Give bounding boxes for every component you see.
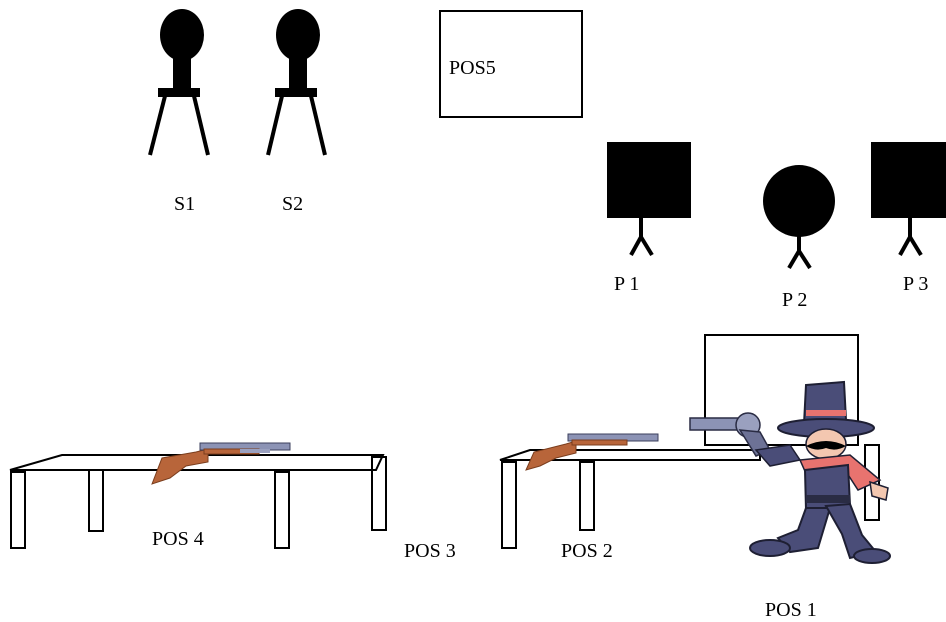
label-p3: P 3 (903, 273, 928, 295)
label-pos2: POS 2 (561, 540, 613, 562)
rifle-icon (525, 433, 659, 471)
paper-target-p3 (871, 142, 946, 257)
cowboy-gunslinger-icon (689, 380, 891, 564)
rifle-icon (151, 442, 291, 485)
paper-target-p2 (763, 165, 835, 270)
position-box-pos5 (439, 10, 583, 118)
label-s2: S2 (282, 193, 303, 215)
steel-target-s2 (266, 9, 327, 156)
label-p2: P 2 (782, 289, 807, 311)
table-left (9, 454, 387, 549)
position-box-pos1 (704, 334, 859, 446)
steel-target-s1 (148, 9, 210, 156)
paper-target-p1 (607, 142, 691, 257)
label-pos4: POS 4 (152, 528, 204, 550)
label-p1: P 1 (614, 273, 639, 295)
label-pos5: POS5 (449, 57, 496, 79)
label-pos3: POS 3 (404, 540, 456, 562)
label-s1: S1 (174, 193, 195, 215)
label-pos1: POS 1 (765, 599, 817, 621)
